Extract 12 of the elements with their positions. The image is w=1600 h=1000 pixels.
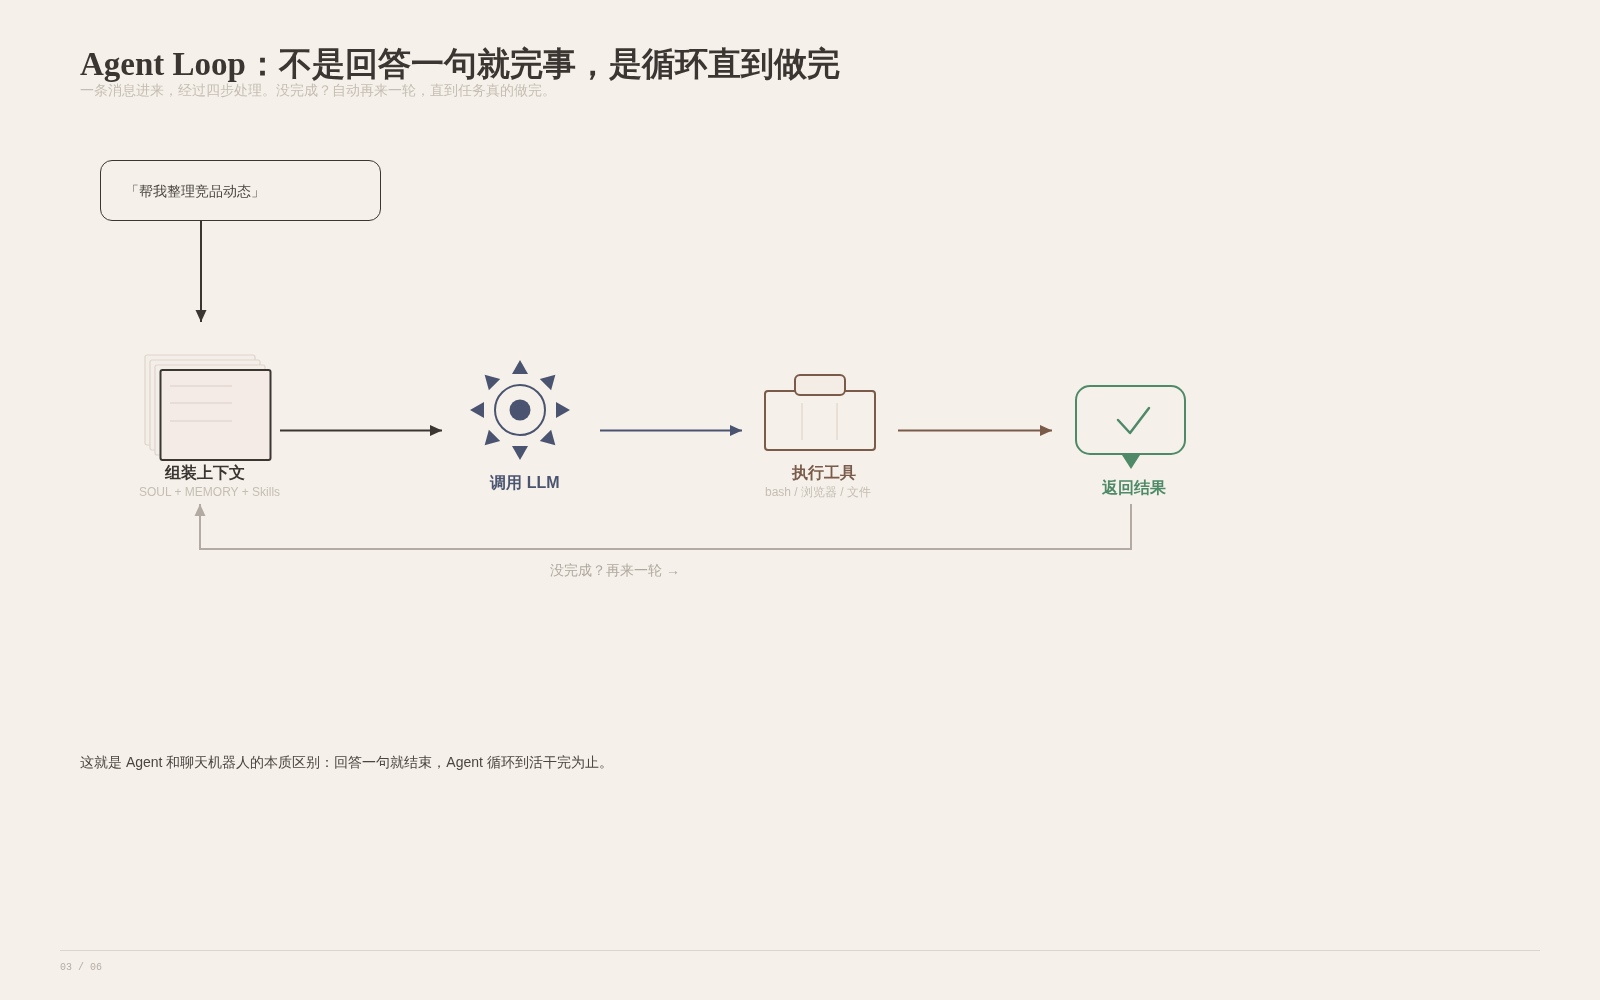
step-label: 返回结果 [1102, 478, 1166, 498]
arrow [599, 425, 743, 436]
loop-arrow [194, 503, 1132, 550]
title: Agent Loop：不是回答一句就完事，是循环直到做完 [80, 45, 840, 83]
note-text: 这就是 Agent 和聊天机器人的本质区别：回答一句就结束，Agent 循环到活干完为止。 [80, 753, 613, 771]
page-number: 03 / 06 [60, 962, 102, 974]
step-label: 执行工具 [792, 463, 856, 483]
step-label: 组装上下文 [165, 463, 245, 483]
arrow [897, 425, 1053, 436]
arrow [279, 425, 443, 436]
message-box: 「帮我整理竞品动态」 [100, 160, 381, 221]
step-label: 调用 LLM [490, 473, 560, 493]
